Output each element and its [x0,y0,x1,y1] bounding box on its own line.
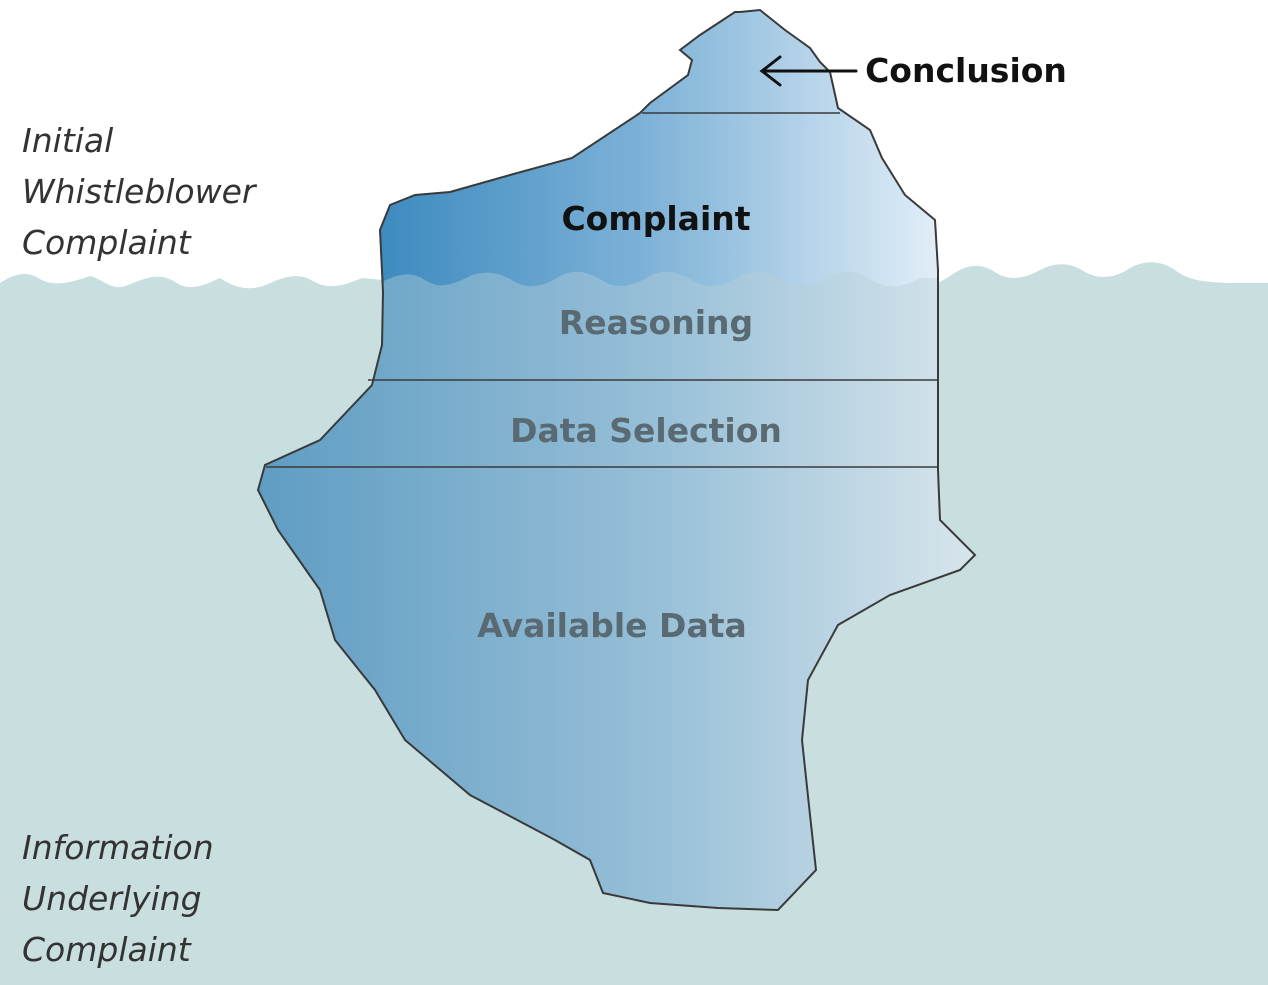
below-water-line-3: Complaint [22,930,192,969]
label-reasoning: Reasoning [559,303,753,342]
label-complaint: Complaint [561,199,750,238]
above-water-line-3: Complaint [22,223,192,262]
conclusion-arrow [759,55,858,87]
label-conclusion: Conclusion [865,51,1067,90]
label-data-selection: Data Selection [510,411,782,450]
below-water-label: Information Underlying Complaint [22,828,214,969]
above-water-line-1: Initial [22,121,113,160]
above-water-line-2: Whistleblower [22,172,258,211]
above-water-label: Initial Whistleblower Complaint [22,121,258,262]
below-water-line-1: Information [22,828,214,867]
below-water-line-2: Underlying [22,879,202,918]
label-available-data: Available Data [477,606,747,645]
